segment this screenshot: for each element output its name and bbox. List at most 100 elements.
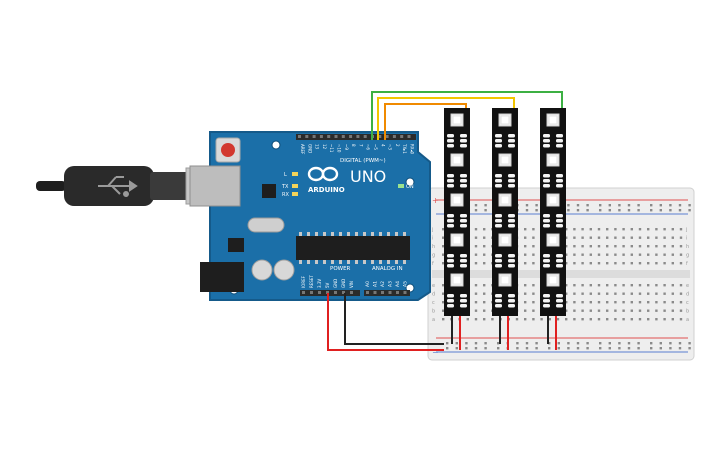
neopixel bbox=[543, 153, 563, 188]
header-socket[interactable] bbox=[327, 135, 331, 138]
header-socket[interactable] bbox=[342, 291, 345, 294]
header-socket[interactable] bbox=[312, 135, 316, 138]
pin-label: AREF bbox=[300, 144, 305, 155]
header-socket[interactable] bbox=[385, 135, 389, 138]
header-socket[interactable] bbox=[363, 135, 367, 138]
breadboard-hole bbox=[442, 245, 445, 248]
header-socket[interactable] bbox=[403, 291, 407, 294]
header-socket[interactable] bbox=[396, 291, 399, 294]
solder-pad bbox=[543, 254, 550, 258]
solder-pad bbox=[460, 219, 467, 223]
rail-hole bbox=[608, 209, 611, 212]
header-socket[interactable] bbox=[407, 135, 411, 138]
rail-hole bbox=[586, 347, 589, 350]
solder-pad bbox=[495, 304, 502, 308]
breadboard-hole bbox=[581, 309, 584, 312]
breadboard-hole bbox=[483, 245, 486, 248]
breadboard-hole bbox=[630, 262, 633, 265]
row-letter: c bbox=[432, 300, 435, 306]
breadboard-hole bbox=[606, 284, 609, 287]
header-socket[interactable] bbox=[326, 291, 329, 294]
breadboard-hole bbox=[474, 284, 478, 287]
rail-hole bbox=[678, 347, 682, 350]
rail-hole bbox=[576, 342, 580, 345]
header-socket[interactable] bbox=[319, 135, 323, 138]
breadboard-hole bbox=[565, 309, 568, 312]
breadboard-hole bbox=[638, 228, 642, 231]
header-socket[interactable] bbox=[310, 291, 313, 294]
solder-pad bbox=[447, 304, 454, 308]
led-rx-label: RX bbox=[282, 192, 289, 198]
breadboard-hole bbox=[573, 228, 576, 231]
header-socket[interactable] bbox=[388, 291, 392, 294]
breadboard-hole bbox=[474, 228, 478, 231]
chip-pin bbox=[395, 232, 398, 236]
header-socket[interactable] bbox=[334, 135, 338, 138]
breadboard-hole bbox=[565, 245, 568, 248]
chip-pin bbox=[331, 260, 334, 264]
reset-button-cap[interactable] bbox=[221, 143, 235, 157]
rail-hole bbox=[525, 204, 529, 207]
breadboard-hole bbox=[630, 318, 633, 321]
header-socket[interactable] bbox=[373, 291, 377, 294]
neopixel bbox=[447, 273, 467, 308]
breadboard-hole bbox=[483, 262, 486, 265]
rail-hole bbox=[608, 204, 611, 207]
breadboard-hole bbox=[442, 301, 445, 304]
rail-hole bbox=[446, 342, 449, 345]
header-socket[interactable] bbox=[400, 135, 404, 138]
breadboard-hole bbox=[679, 284, 683, 287]
header-socket[interactable] bbox=[334, 291, 337, 294]
solder-pad bbox=[460, 139, 467, 143]
regulator-chip bbox=[228, 238, 244, 252]
neopixel bbox=[543, 233, 563, 268]
rail-hole bbox=[608, 342, 611, 345]
breadboard-hole bbox=[524, 245, 527, 248]
header-socket[interactable] bbox=[298, 135, 301, 138]
led-strip-3 bbox=[540, 108, 566, 316]
rail-hole bbox=[650, 342, 653, 345]
breadboard-hole bbox=[442, 292, 445, 295]
neopixel bbox=[543, 193, 563, 228]
breadboard-hole bbox=[614, 245, 617, 248]
breadboard-hole bbox=[442, 318, 445, 321]
header-socket[interactable] bbox=[350, 291, 353, 294]
header-socket[interactable] bbox=[341, 135, 345, 138]
solder-pad bbox=[543, 264, 550, 268]
rail-hole bbox=[474, 347, 478, 350]
solder-pad bbox=[543, 259, 550, 263]
led-strips bbox=[444, 108, 566, 316]
solder-pad bbox=[508, 304, 515, 308]
wire-green bbox=[371, 91, 563, 140]
header-socket[interactable] bbox=[305, 135, 309, 138]
header-socket[interactable] bbox=[356, 135, 360, 138]
rail-hole bbox=[535, 204, 538, 207]
breadboard-hole bbox=[663, 245, 666, 248]
header-socket[interactable] bbox=[378, 135, 382, 138]
solder-pad bbox=[543, 174, 550, 178]
rail-hole bbox=[688, 209, 691, 212]
breadboard-hole bbox=[655, 301, 658, 304]
breadboard-hole bbox=[573, 245, 576, 248]
solder-pad bbox=[556, 219, 563, 223]
chip-pin bbox=[379, 260, 382, 264]
header-socket[interactable] bbox=[366, 291, 369, 294]
pin-label: RESET bbox=[309, 275, 314, 288]
breadboard-hole bbox=[630, 245, 633, 248]
rail-hole bbox=[627, 204, 631, 207]
header-socket[interactable] bbox=[381, 291, 384, 294]
header-socket[interactable] bbox=[318, 291, 321, 294]
pin-label: GND bbox=[341, 279, 346, 288]
breadboard-hole bbox=[671, 309, 674, 312]
rail-hole bbox=[497, 342, 500, 345]
analog-header bbox=[364, 290, 410, 296]
neopixel bbox=[543, 113, 563, 148]
header-socket[interactable] bbox=[349, 135, 353, 138]
solder-pad bbox=[508, 139, 515, 143]
header-socket[interactable] bbox=[302, 291, 305, 294]
header-socket[interactable] bbox=[392, 135, 396, 138]
breadboard-hole bbox=[638, 236, 642, 239]
breadboard-hole bbox=[655, 318, 658, 321]
breadboard-hole bbox=[573, 292, 576, 295]
chip-pin bbox=[299, 260, 302, 264]
